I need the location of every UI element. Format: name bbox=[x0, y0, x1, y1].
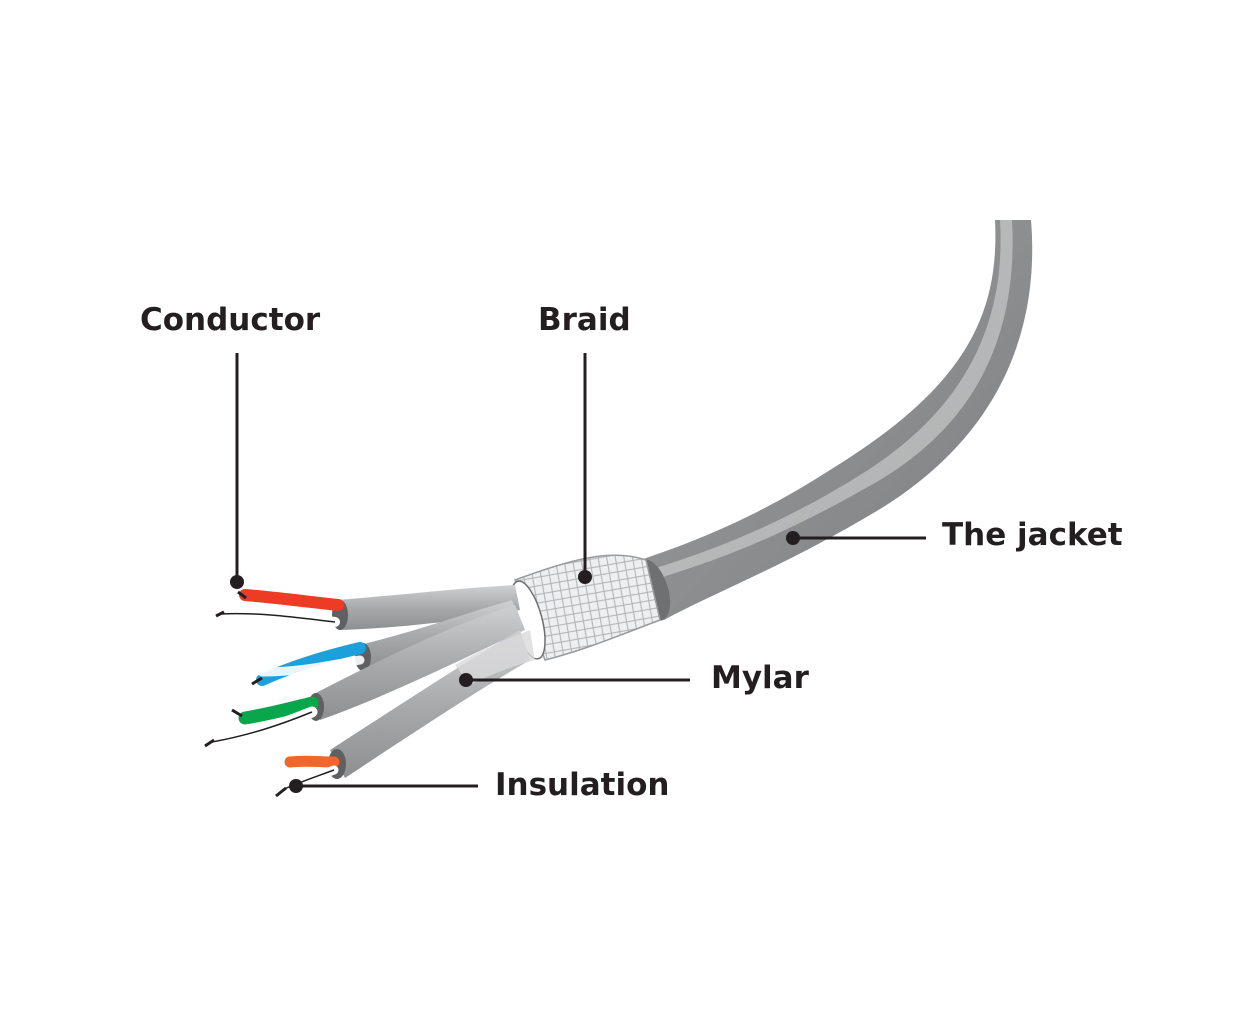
leader-conductor bbox=[230, 353, 244, 589]
inner-cable-1 bbox=[338, 585, 520, 630]
wire-pair-orange bbox=[275, 755, 340, 798]
leader-insulation bbox=[289, 779, 478, 793]
mylar bbox=[455, 630, 535, 685]
leader-braid bbox=[578, 353, 592, 584]
leader-mylar bbox=[459, 673, 690, 687]
wire-pair-green bbox=[204, 696, 319, 748]
label-braid: Braid bbox=[538, 302, 631, 338]
braid bbox=[514, 554, 661, 661]
label-mylar: Mylar bbox=[711, 660, 809, 696]
jacket bbox=[640, 220, 1033, 620]
leader-jacket bbox=[786, 531, 926, 545]
inner-cable-3 bbox=[312, 605, 525, 720]
label-insulation: Insulation bbox=[495, 767, 670, 803]
wire-pair-blue bbox=[251, 642, 366, 686]
label-conductor: Conductor bbox=[140, 302, 321, 338]
wire-pair-red bbox=[215, 589, 344, 627]
label-jacket: The jacket bbox=[942, 517, 1123, 553]
